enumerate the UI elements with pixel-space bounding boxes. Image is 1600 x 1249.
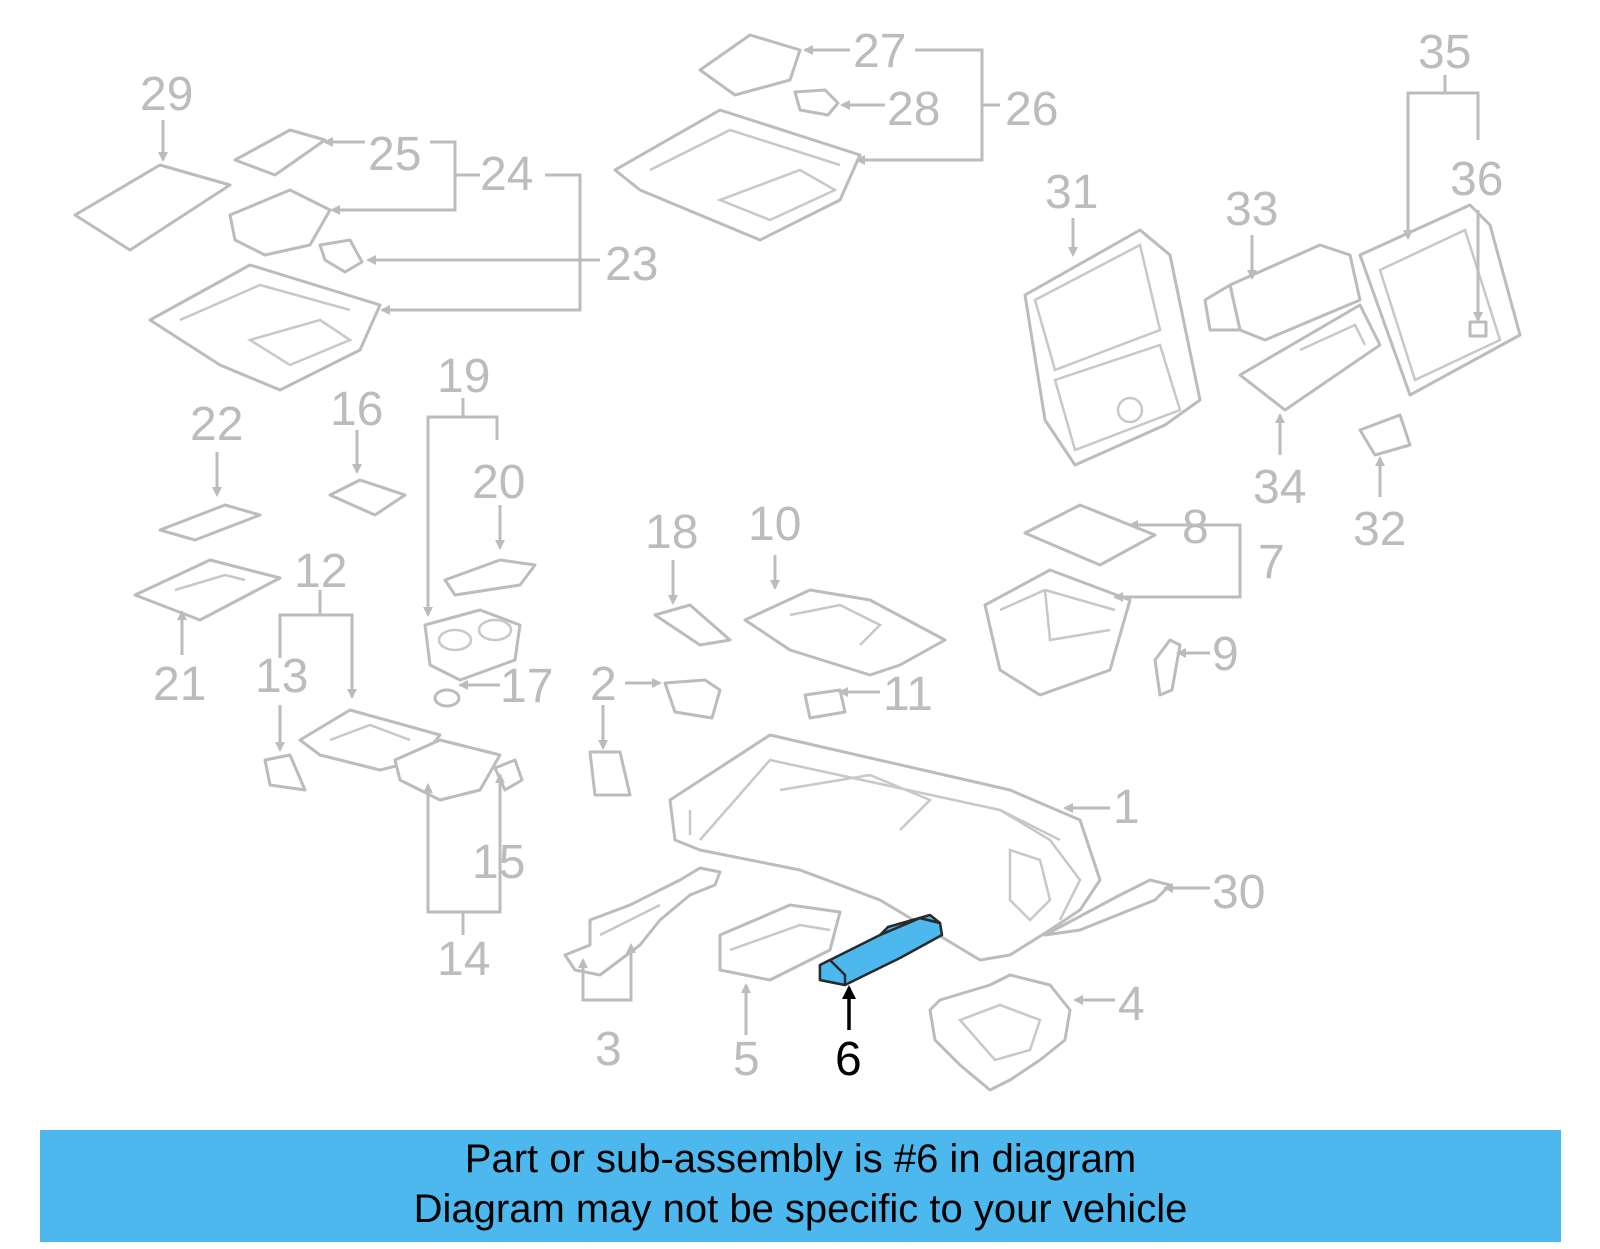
part-13 xyxy=(263,753,307,792)
callout-24: 24 xyxy=(480,148,533,201)
callout-23: 23 xyxy=(605,238,658,291)
part-8-pad xyxy=(1023,503,1157,567)
callout-27: 27 xyxy=(853,25,906,78)
part-22-mat xyxy=(158,503,262,542)
part-16 xyxy=(328,478,407,517)
part-11 xyxy=(803,688,847,720)
callout-5: 5 xyxy=(733,1033,760,1086)
banner-line-1: Part or sub-assembly is #6 in diagram xyxy=(464,1137,1137,1181)
part-35-panel xyxy=(1358,203,1522,397)
callout-4: 4 xyxy=(1118,978,1145,1031)
part-14 xyxy=(393,738,502,802)
part-19-cupholder xyxy=(423,608,522,682)
part-31-bezel xyxy=(1023,228,1202,467)
part-10-trim xyxy=(743,588,947,677)
callout-15: 15 xyxy=(472,836,525,889)
callout-12: 12 xyxy=(294,545,347,598)
callout-2: 2 xyxy=(590,658,617,711)
part-18 xyxy=(653,603,732,647)
part-36-button xyxy=(1468,320,1488,338)
callout-18: 18 xyxy=(645,506,698,559)
part-34-box xyxy=(1238,303,1382,412)
callout-28: 28 xyxy=(887,83,940,136)
callout-19: 19 xyxy=(437,350,490,403)
callout-30: 30 xyxy=(1212,866,1265,919)
part-23-lid xyxy=(148,263,382,392)
callout-32: 32 xyxy=(1353,503,1406,556)
callout-20: 20 xyxy=(472,456,525,509)
part-29-mat xyxy=(73,163,232,252)
part-32 xyxy=(1358,413,1412,457)
leader-lines xyxy=(158,45,1483,1035)
info-banner: Part or sub-assembly is #6 in diagram Di… xyxy=(40,1130,1561,1242)
part-6-highlighted[interactable] xyxy=(818,913,944,987)
part-7-bin xyxy=(983,568,1132,697)
part-24-tray xyxy=(228,188,332,257)
part-21-mat xyxy=(133,558,282,622)
callout-9: 9 xyxy=(1212,628,1239,681)
callout-36: 36 xyxy=(1450,153,1503,206)
callout-3: 3 xyxy=(595,1023,622,1076)
callout-8: 8 xyxy=(1182,501,1209,554)
callout-16: 16 xyxy=(330,383,383,436)
callout-33: 33 xyxy=(1225,183,1278,236)
callout-22: 22 xyxy=(190,398,243,451)
part-33-box xyxy=(1203,243,1362,342)
callout-29: 29 xyxy=(140,68,193,121)
part-26-lid xyxy=(613,108,862,242)
callout-14: 14 xyxy=(437,933,490,986)
callout-17: 17 xyxy=(500,660,553,713)
part-25 xyxy=(233,128,327,177)
part-27-tray xyxy=(698,33,802,97)
banner-line-2: Diagram may not be specific to your vehi… xyxy=(413,1187,1188,1231)
callout-25: 25 xyxy=(368,128,421,181)
callout-11: 11 xyxy=(883,668,933,721)
part-3-bracket xyxy=(563,866,722,977)
callout-21: 21 xyxy=(153,658,206,711)
callout-numbers: 1 2 3 4 5 6 7 8 9 10 11 12 13 14 15 16 1… xyxy=(140,25,1503,1086)
part-28-socket xyxy=(793,88,840,117)
callout-13: 13 xyxy=(255,650,308,703)
callout-7: 7 xyxy=(1258,536,1285,589)
part-5 xyxy=(718,903,842,982)
part-9 xyxy=(1153,638,1182,697)
socket-23 xyxy=(318,238,364,274)
part-17-cup xyxy=(433,688,461,708)
callout-34: 34 xyxy=(1253,461,1306,514)
part-20 xyxy=(443,558,537,597)
part-4-bracket xyxy=(928,973,1072,1092)
part-1-console xyxy=(668,733,1102,962)
callout-26: 26 xyxy=(1005,83,1058,136)
callout-31: 31 xyxy=(1045,166,1098,219)
callout-35: 35 xyxy=(1418,26,1471,79)
callout-1: 1 xyxy=(1113,781,1140,834)
callout-10: 10 xyxy=(748,498,801,551)
part-2 xyxy=(588,678,722,797)
callout-6: 6 xyxy=(835,1033,862,1086)
